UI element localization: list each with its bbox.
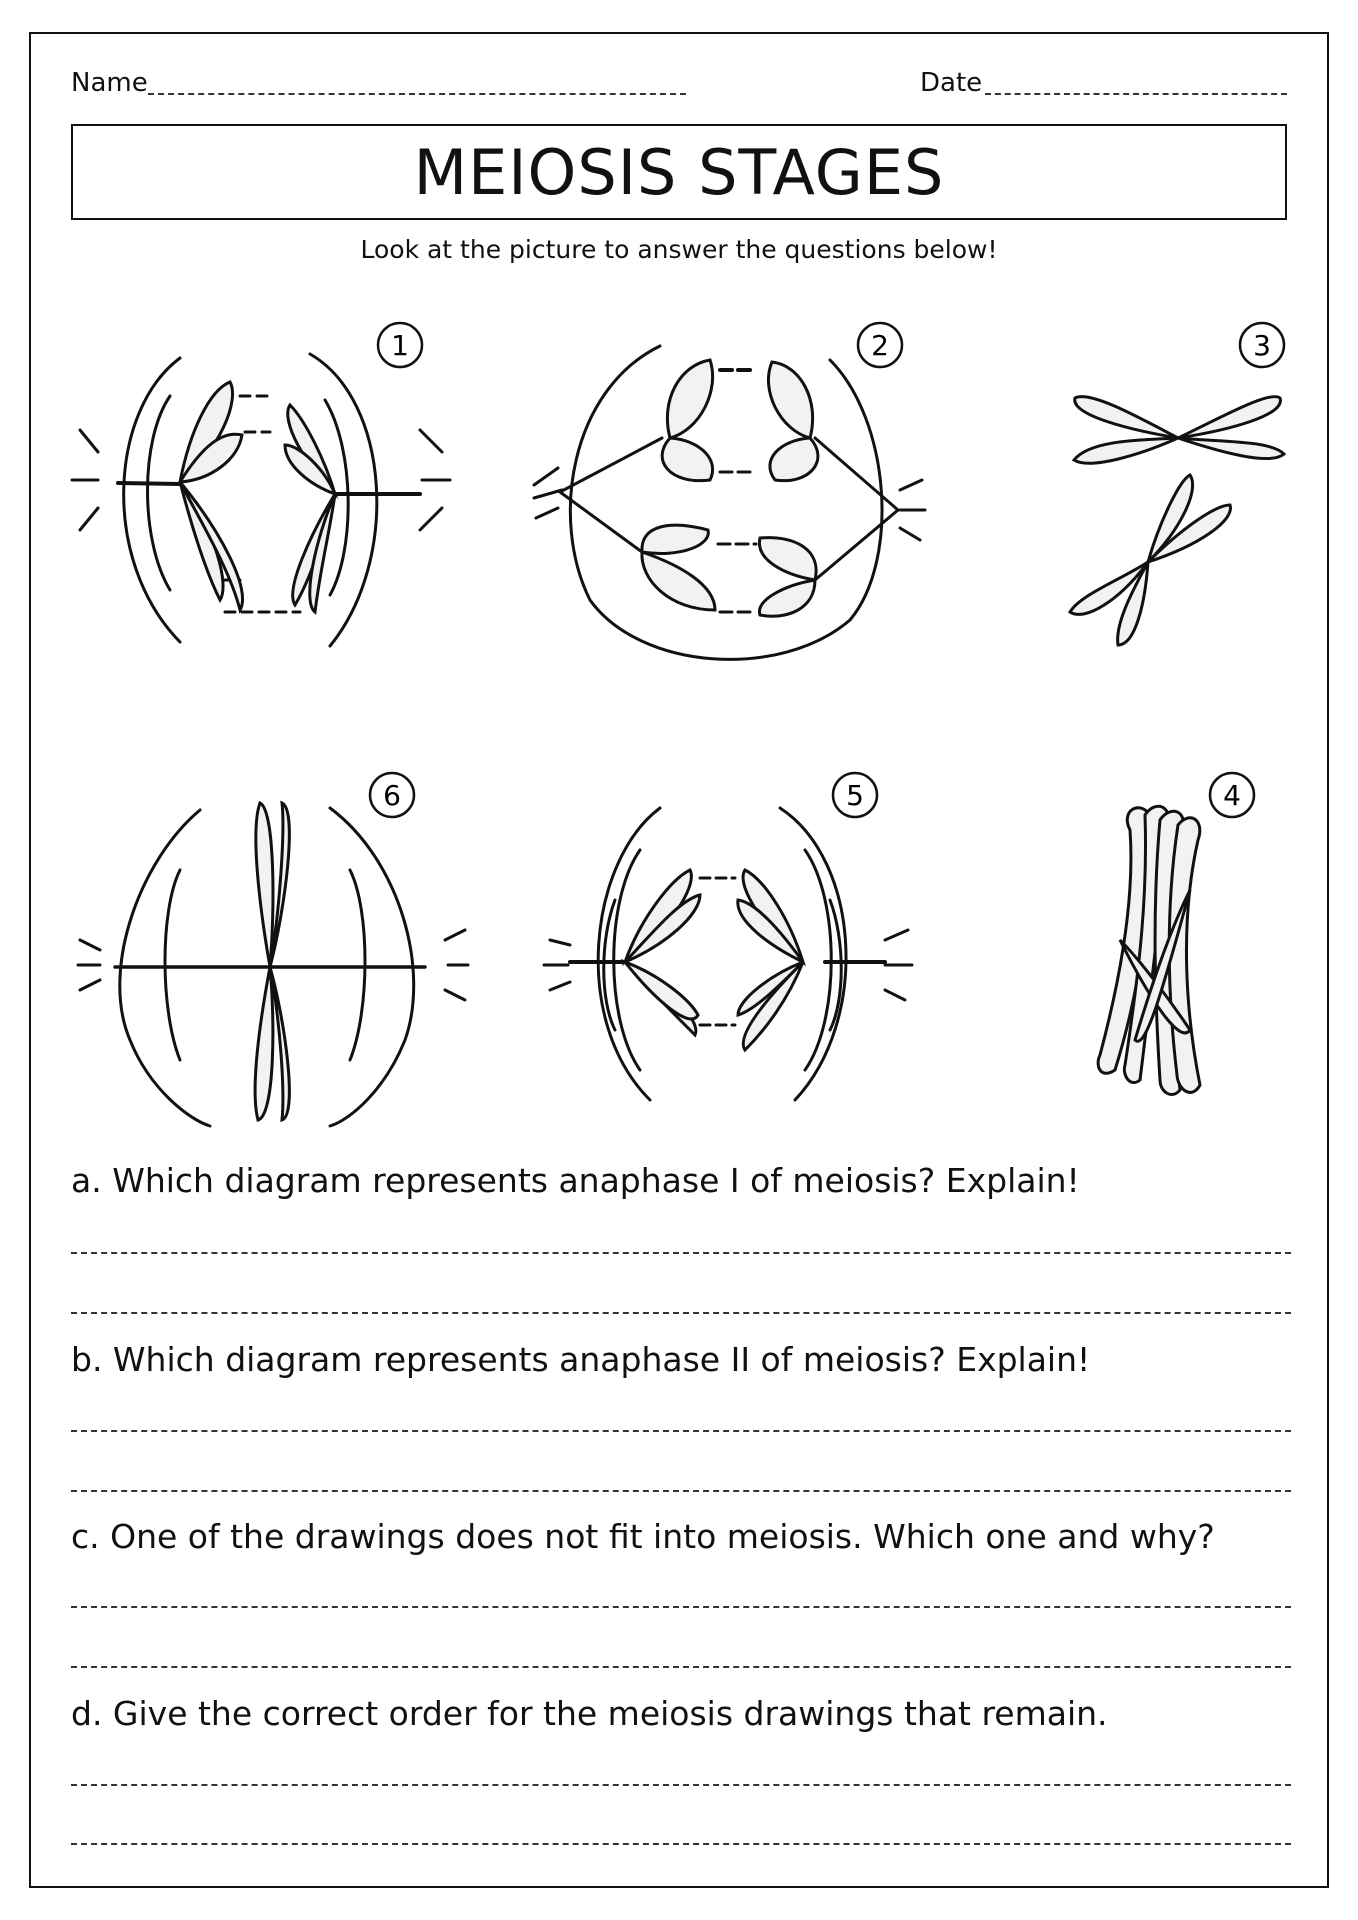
- page-title: MEIOSIS STAGES: [413, 135, 945, 209]
- date-field[interactable]: [985, 93, 1287, 95]
- answer-line-a2[interactable]: [71, 1312, 1291, 1314]
- svg-text:5: 5: [846, 779, 864, 812]
- svg-text:2: 2: [871, 329, 889, 362]
- svg-text:4: 4: [1223, 779, 1241, 812]
- answer-line-c1[interactable]: [71, 1606, 1291, 1608]
- svg-text:6: 6: [383, 779, 401, 812]
- answer-line-c2[interactable]: [71, 1666, 1291, 1668]
- answer-line-d2[interactable]: [71, 1843, 1291, 1845]
- answer-line-d1[interactable]: [71, 1784, 1291, 1786]
- diagram-3-number: 3: [1240, 323, 1284, 367]
- diagram-3: 3: [1030, 320, 1320, 660]
- diagram-4-number: 4: [1210, 773, 1254, 817]
- date-label: Date: [920, 68, 983, 98]
- worksheet-border: [29, 32, 1329, 1888]
- question-d: d. Give the correct order for the meiosi…: [71, 1694, 1108, 1733]
- diagram-6-number: 6: [370, 773, 414, 817]
- diagram-2-number: 2: [858, 323, 902, 367]
- name-label: Name: [71, 68, 148, 98]
- instruction-text: Look at the picture to answer the questi…: [360, 235, 998, 264]
- title-box: MEIOSIS STAGES: [71, 124, 1287, 220]
- name-field[interactable]: [148, 93, 686, 95]
- answer-line-b1[interactable]: [71, 1430, 1291, 1432]
- diagram-1: 1: [70, 320, 460, 680]
- answer-line-a1[interactable]: [71, 1252, 1291, 1254]
- answer-line-b2[interactable]: [71, 1490, 1291, 1492]
- diagram-4: 4: [1060, 770, 1290, 1110]
- question-c: c. One of the drawings does not fit into…: [71, 1517, 1215, 1556]
- svg-text:3: 3: [1253, 329, 1271, 362]
- diagram-2: 2: [530, 320, 930, 680]
- diagram-5: 5: [540, 770, 920, 1140]
- svg-text:1: 1: [391, 329, 409, 362]
- diagram-5-number: 5: [833, 773, 877, 817]
- question-b: b. Which diagram represents anaphase II …: [71, 1340, 1091, 1379]
- question-a: a. Which diagram represents anaphase I o…: [71, 1161, 1080, 1200]
- diagram-6: 6: [70, 770, 470, 1140]
- diagram-1-number: 1: [378, 323, 422, 367]
